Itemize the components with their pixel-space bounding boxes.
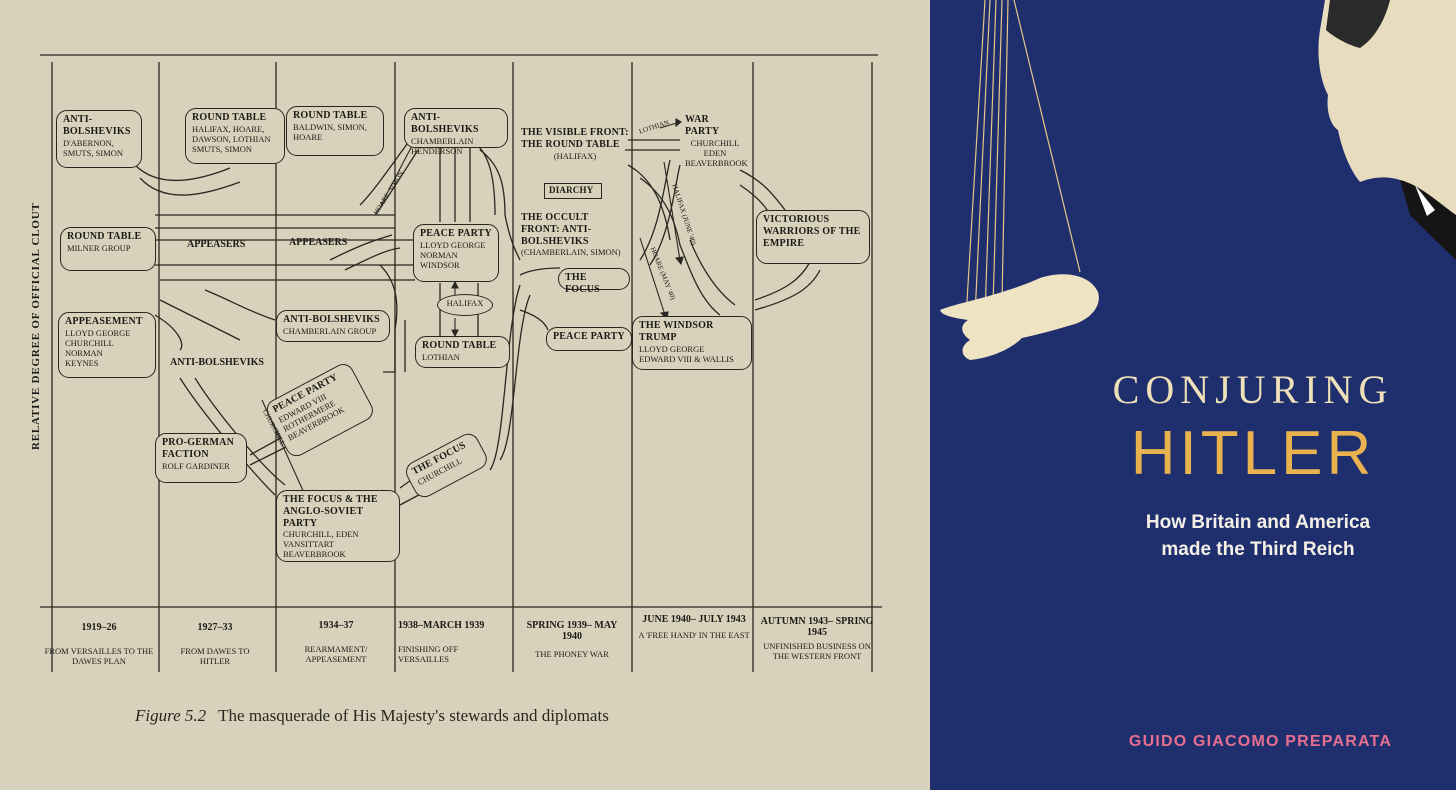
cover-author: GUIDO GIACOMO PREPARATA — [1128, 733, 1393, 750]
figure-caption-text: The masquerade of His Majesty's stewards… — [218, 706, 609, 725]
node-title: Round Table — [422, 340, 497, 351]
node-title: Anti-Bolsheviks — [63, 114, 131, 137]
cover-title-line2: HITLER — [1130, 419, 1376, 488]
node-title: Pro-German Faction — [162, 437, 234, 460]
period-subtitle: Unfinished Business on the Western Front — [763, 641, 871, 661]
node-names: Halifax, Hoare, Dawson, Lothian Smuts, S… — [192, 123, 271, 154]
node-names: Chamberlain Group — [283, 325, 377, 336]
node-names: Milner Group — [67, 242, 131, 253]
node-anti-bolsheviks-4: Anti-Bolsheviks Chamberlain Henderson — [404, 108, 508, 156]
node-title: Anti-Bolsheviks — [283, 314, 380, 325]
period-1927-33: 1927–33 From Dawes to Hitler — [168, 622, 262, 667]
node-title: Diarchy — [549, 185, 594, 195]
cover-subtitle: How Britain and America made the Third R… — [1145, 512, 1371, 560]
label-anti-bolsheviks-2: Anti-Bolsheviks — [170, 357, 264, 368]
node-title: The Windsor Trump — [639, 320, 714, 343]
node-names: Lloyd George Churchill Norman Keynes — [65, 327, 131, 368]
node-title: Round Table — [293, 110, 368, 121]
node-title: The Focus — [565, 272, 600, 295]
label-appeasers-1: Appeasers — [187, 239, 246, 250]
period-subtitle: From Versailles to the Dawes Plan — [44, 646, 154, 666]
node-names: (Chamberlain, Simon) — [521, 247, 621, 258]
node-names: D'Abernon, Smuts, Simon — [63, 137, 123, 158]
period-date: 1934–37 — [318, 620, 354, 631]
node-names: Lloyd George Norman Windsor — [420, 239, 486, 270]
node-title: Round Table — [192, 112, 267, 123]
node-names: Churchill, Eden Vansittart Beaverbrook — [283, 529, 359, 560]
node-names: (Halifax) — [553, 150, 597, 161]
node-anti-bolsheviks-3: Anti-Bolsheviks Chamberlain Group — [276, 310, 390, 342]
node-title: The Occult Front: Anti-Bolsheviks — [521, 212, 592, 247]
node-peace-party-5: Peace Party — [546, 327, 632, 351]
node-focus-5: The Focus — [558, 268, 630, 295]
y-axis-label: Relative Degree of Official Clout — [30, 202, 42, 450]
book-page: Relative Degree of Official Clout Anti-B… — [0, 0, 930, 790]
period-autumn-1943-spring-1945: Autumn 1943– Spring 1945 Unfinished Busi… — [756, 616, 878, 662]
period-1938-march-1939: 1938–March 1939 Finishing off Versailles — [398, 620, 510, 665]
node-round-table-1: Round Table Milner Group — [60, 227, 156, 271]
node-title: War Party — [685, 114, 720, 137]
book-cover: CONJURING HITLER How Britain and America… — [930, 0, 1456, 790]
node-round-table-4: Round Table Lothian — [415, 336, 510, 368]
cover-illustration — [940, 0, 1456, 360]
cover-title-line1: CONJURING — [1112, 367, 1394, 412]
node-title: Victorious Warriors of the Empire — [763, 214, 861, 249]
node-names: Baldwin, Simon, Hoare — [293, 121, 367, 142]
period-subtitle: Finishing off Versailles — [398, 644, 459, 664]
node-title: Anti-Bolsheviks — [411, 112, 479, 135]
node-anti-bolsheviks-1: Anti-Bolsheviks D'Abernon, Smuts, Simon — [56, 110, 142, 168]
period-date: 1919–26 — [81, 622, 117, 633]
node-occult-front: The Occult Front: Anti-Bolsheviks (Chamb… — [515, 209, 635, 257]
node-victorious-warriors: Victorious Warriors of the Empire — [756, 210, 870, 264]
period-date: Spring 1939– May 1940 — [526, 620, 618, 642]
node-title: Appeasement — [65, 316, 143, 327]
period-date: 1938–March 1939 — [398, 620, 485, 631]
node-names: Rolf Gardiner — [162, 460, 230, 471]
node-names: Chamberlain Henderson — [411, 135, 474, 156]
period-subtitle: From Dawes to Hitler — [180, 646, 250, 666]
node-title: Peace Party — [553, 331, 625, 342]
period-1934-37: 1934–37 Rearmament/ Appeasement — [284, 620, 388, 665]
node-focus-anglo-soviet: The Focus & The Anglo-Soviet Party Churc… — [276, 490, 400, 562]
node-visible-front: The Visible Front: The Round Table (Hali… — [515, 124, 635, 168]
node-halifax-4: Halifax — [437, 294, 493, 316]
figure-number: Figure 5.2 — [135, 706, 207, 725]
label-appeasers-2: Appeasers — [289, 237, 348, 248]
period-june-1940-july-1943: June 1940– July 1943 A 'Free Hand' in th… — [636, 614, 752, 641]
node-windsor-trump: The Windsor Trump Lloyd George Edward VI… — [632, 316, 752, 370]
period-date: June 1940– July 1943 — [642, 614, 746, 625]
period-subtitle: The Phoney War — [535, 649, 609, 659]
period-spring-1939-may-1940: Spring 1939– May 1940 The Phoney War — [524, 620, 620, 660]
node-war-party: War Party Churchill Eden Beaverbrook — [679, 111, 751, 168]
node-title: Peace Party — [420, 228, 492, 239]
node-peace-party-4: Peace Party Lloyd George Norman Windsor — [413, 224, 499, 282]
node-names: Lloyd George Edward VIII & Wallis — [639, 343, 734, 364]
node-title: Round Table — [67, 231, 142, 242]
node-pro-german-faction: Pro-German Faction Rolf Gardiner — [155, 433, 247, 483]
node-diarchy: Diarchy — [544, 183, 602, 199]
period-date: Autumn 1943– Spring 1945 — [760, 616, 874, 638]
period-1919-26: 1919–26 From Versailles to the Dawes Pla… — [40, 622, 158, 667]
figure-caption: Figure 5.2 The masquerade of His Majesty'… — [135, 706, 609, 726]
period-date: 1927–33 — [197, 622, 233, 633]
node-names: Churchill Eden Beaverbrook — [685, 137, 748, 168]
node-appeasement-1: Appeasement Lloyd George Churchill Norma… — [58, 312, 156, 378]
node-round-table-2b: Round Table Baldwin, Simon, Hoare — [286, 106, 384, 156]
node-title: Halifax — [446, 298, 484, 308]
period-subtitle: A 'Free Hand' in the East — [638, 630, 750, 640]
node-title: The Visible Front: The Round Table — [521, 127, 629, 150]
node-round-table-2a: Round Table Halifax, Hoare, Dawson, Loth… — [185, 108, 285, 164]
period-subtitle: Rearmament/ Appeasement — [304, 644, 368, 664]
node-names: Lothian — [422, 351, 460, 362]
node-title: The Focus & The Anglo-Soviet Party — [283, 494, 378, 529]
